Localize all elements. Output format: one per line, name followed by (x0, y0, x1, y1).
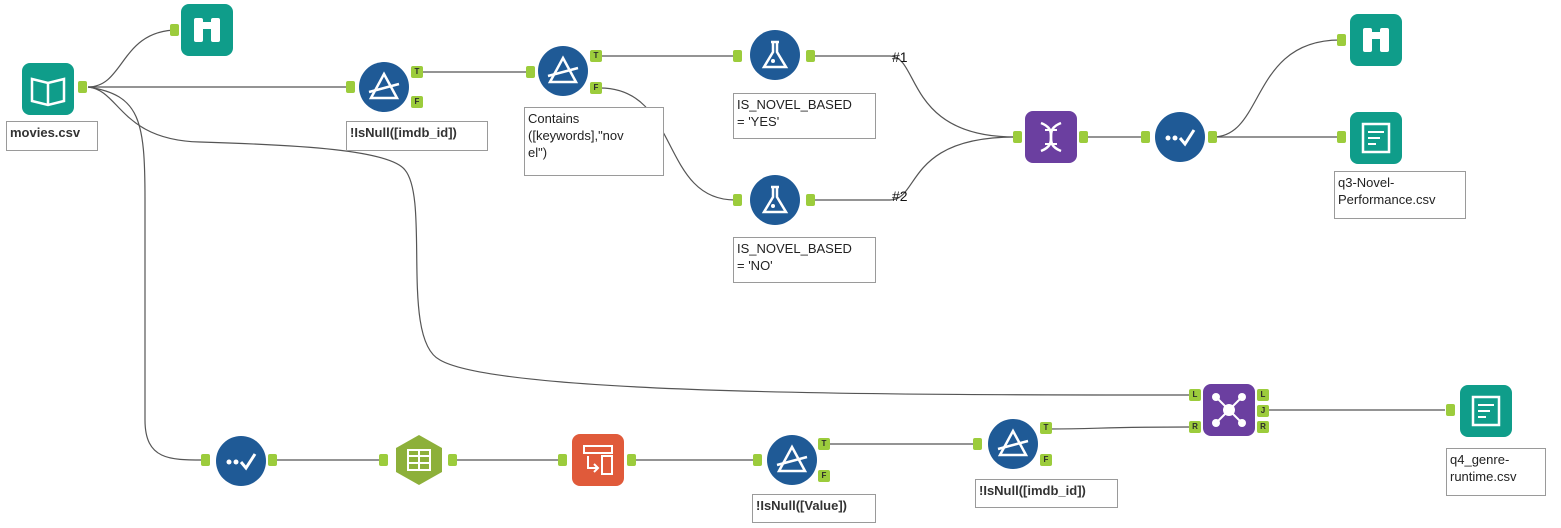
checkmark-dots-icon (1165, 129, 1196, 147)
formula-tool-no[interactable] (750, 175, 800, 225)
true-anchor[interactable]: T (411, 66, 423, 78)
right-input-anchor[interactable]: R (1189, 421, 1201, 433)
browse-tool-right[interactable] (1350, 14, 1402, 66)
annotation-filter-value: !IsNull([Value]) (752, 494, 876, 523)
flask-icon (761, 185, 789, 214)
annotation-movies-csv: movies.csv (6, 121, 98, 151)
output-anchor[interactable] (627, 454, 636, 466)
output-anchor[interactable] (1208, 131, 1217, 143)
output-anchor[interactable] (448, 454, 457, 466)
union-input-label-2: #2 (892, 188, 908, 204)
output-tool-q4[interactable] (1460, 385, 1512, 437)
annotation-filter-imdb-top: !IsNull([imdb_id]) (346, 121, 488, 151)
filter-triangle-icon (997, 428, 1029, 457)
true-anchor[interactable]: T (818, 438, 830, 450)
false-anchor[interactable]: F (818, 470, 830, 482)
filter-tool-keywords[interactable] (538, 46, 588, 96)
output-anchor[interactable] (806, 50, 815, 62)
input-anchor[interactable] (201, 454, 210, 466)
join-tool[interactable] (1203, 384, 1255, 436)
input-anchor[interactable] (1446, 404, 1455, 416)
filter-triangle-icon (547, 55, 579, 84)
filter-tool-value[interactable] (767, 435, 817, 485)
conn-input-browse (87, 29, 179, 88)
notepad-icon (1471, 395, 1501, 427)
annotation-formula-yes: IS_NOVEL_BASED = 'YES' (733, 93, 876, 139)
conn-select-browse (1212, 39, 1341, 138)
input-anchor[interactable] (733, 50, 742, 62)
join-output-anchor[interactable]: J (1257, 405, 1269, 417)
formula-tool-yes[interactable] (750, 30, 800, 80)
annotation-output-q3: q3-Novel- Performance.csv (1334, 171, 1466, 219)
input-anchor[interactable] (558, 454, 567, 466)
union-tool[interactable] (1025, 111, 1077, 163)
input-anchor[interactable] (973, 438, 982, 450)
binoculars-icon (194, 18, 220, 42)
left-output-anchor[interactable]: L (1257, 389, 1269, 401)
output-anchor[interactable] (268, 454, 277, 466)
flask-icon (761, 40, 789, 69)
select-tool-bottom[interactable] (216, 436, 266, 486)
false-anchor[interactable]: F (411, 96, 423, 108)
conn-input-select2 (87, 86, 204, 461)
notepad-icon (1361, 122, 1391, 154)
filter-triangle-icon (368, 71, 400, 100)
true-anchor[interactable]: T (1040, 422, 1052, 434)
input-anchor[interactable] (526, 66, 535, 78)
conn-filter4-join-right (1047, 426, 1191, 430)
conn-filter2-formula-no (599, 87, 736, 201)
input-data-tool[interactable] (22, 63, 74, 115)
output-anchor[interactable] (1079, 131, 1088, 143)
left-input-anchor[interactable]: L (1189, 389, 1201, 401)
output-anchor[interactable] (78, 81, 87, 93)
input-anchor[interactable] (1337, 34, 1346, 46)
input-anchor[interactable] (1337, 131, 1346, 143)
select-tool-top[interactable] (1155, 112, 1205, 162)
false-anchor[interactable]: F (1040, 454, 1052, 466)
browse-tool-top[interactable] (181, 4, 233, 56)
conn-input-join-left (87, 86, 1191, 396)
annotation-filter-keywords: Contains ([keywords],"nov el") (524, 107, 664, 176)
conn-formula-yes-union (815, 55, 1016, 138)
input-anchor[interactable] (170, 24, 179, 36)
filter-tool-imdb-bottom[interactable] (988, 419, 1038, 469)
false-anchor[interactable]: F (590, 82, 602, 94)
input-anchor[interactable] (1013, 131, 1022, 143)
book-open-icon (30, 77, 66, 107)
dna-icon (1040, 121, 1062, 153)
checkmark-dots-icon (226, 453, 257, 471)
output-anchor[interactable] (806, 194, 815, 206)
true-anchor[interactable]: T (590, 50, 602, 62)
input-anchor[interactable] (346, 81, 355, 93)
text-to-columns-tool[interactable] (392, 433, 446, 487)
binoculars-icon (1363, 28, 1389, 52)
annotation-output-q4: q4_genre- runtime.csv (1446, 448, 1546, 496)
output-tool-q3[interactable] (1350, 112, 1402, 164)
filter-tool-imdb-top[interactable] (359, 62, 409, 112)
annotation-filter-imdb-bottom: !IsNull([imdb_id]) (975, 479, 1118, 508)
conn-formula-no-union (815, 136, 1016, 201)
input-anchor[interactable] (753, 454, 762, 466)
transpose-icon (583, 445, 613, 475)
input-anchor[interactable] (733, 194, 742, 206)
input-anchor[interactable] (1141, 131, 1150, 143)
right-output-anchor[interactable]: R (1257, 421, 1269, 433)
annotation-formula-no: IS_NOVEL_BASED = 'NO' (733, 237, 876, 283)
filter-triangle-icon (776, 444, 808, 473)
table-split-icon (396, 435, 442, 485)
input-anchor[interactable] (379, 454, 388, 466)
transpose-tool[interactable] (572, 434, 624, 486)
join-hub-icon (1212, 393, 1246, 427)
union-input-label-1: #1 (892, 49, 908, 65)
